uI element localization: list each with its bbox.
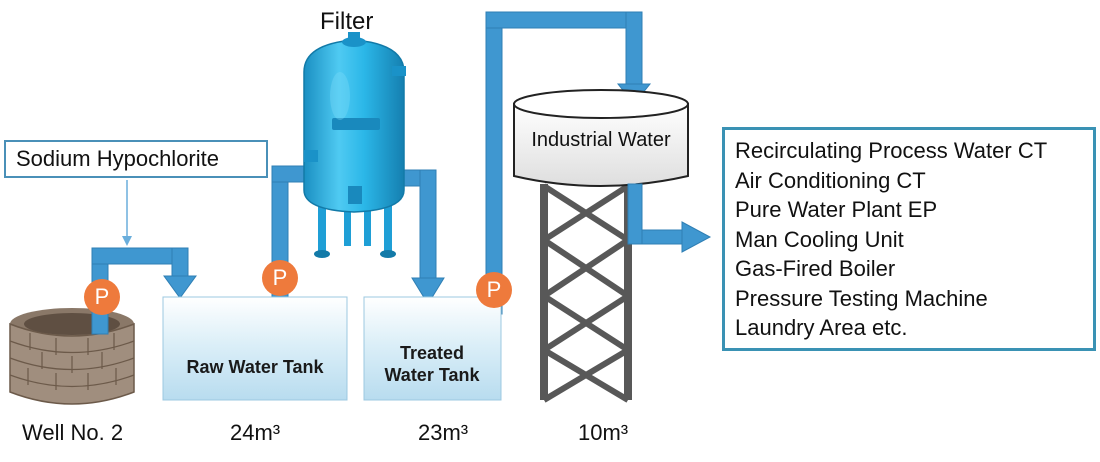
pipe-elevated-drop [625, 11, 643, 87]
raw-water-tank-label: Raw Water Tank [186, 357, 324, 377]
pump-raw-icon: P [262, 260, 298, 296]
water-uses-box: Recirculating Process Water CT Air Condi… [722, 127, 1096, 351]
elevated-tank-tower [540, 183, 632, 403]
treated-label-line2: Water Tank [384, 365, 480, 385]
pump-well-icon: P [84, 279, 120, 315]
use-item: Man Cooling Unit [735, 226, 904, 252]
raw-tank-volume: 24m³ [230, 420, 281, 445]
arrow-treated-inlet-icon [411, 277, 445, 305]
dosing-line [122, 180, 132, 246]
treated-tank-volume: 23m³ [418, 420, 469, 445]
use-item: Laundry Area etc. [735, 315, 908, 340]
pipe-raw-drop [171, 247, 189, 279]
treated-label-line1: Treated [399, 343, 465, 363]
well-icon [9, 308, 135, 405]
treated-water-tank-label: Treated Water Tank [364, 342, 500, 386]
use-item: Air Conditioning CT [735, 167, 926, 193]
use-item: Recirculating Process Water CT [735, 138, 1048, 163]
sodium-hypochlorite-box: Sodium Hypochlorite [4, 140, 268, 178]
elevated-tank-volume: 10m³ [578, 420, 629, 445]
pipe-elevated-riser [485, 11, 503, 315]
well-label: Well No. 2 [22, 420, 124, 445]
sodium-hypochlorite-label: Sodium Hypochlorite [16, 146, 219, 171]
use-item: Pressure Testing Machine [735, 285, 988, 311]
pipe-elevated-top [485, 11, 643, 29]
industrial-water-label: Industrial Water [531, 129, 671, 151]
filter-label: Filter [320, 8, 374, 35]
use-item: Pure Water Plant EP [735, 197, 938, 222]
treated-water-tank [363, 296, 502, 401]
raw-water-tank [162, 296, 348, 401]
arrow-raw-inlet-icon [163, 275, 197, 299]
use-item: Gas-Fired Boiler [735, 256, 896, 281]
industrial-water-tank [513, 89, 689, 187]
filter-vessel-icon [303, 32, 406, 258]
pipe-treated-drop [419, 169, 437, 281]
pipe-supply-overlay [627, 183, 643, 245]
pump-treated-icon: P [476, 272, 512, 308]
arrow-supply-out-icon [681, 221, 712, 253]
